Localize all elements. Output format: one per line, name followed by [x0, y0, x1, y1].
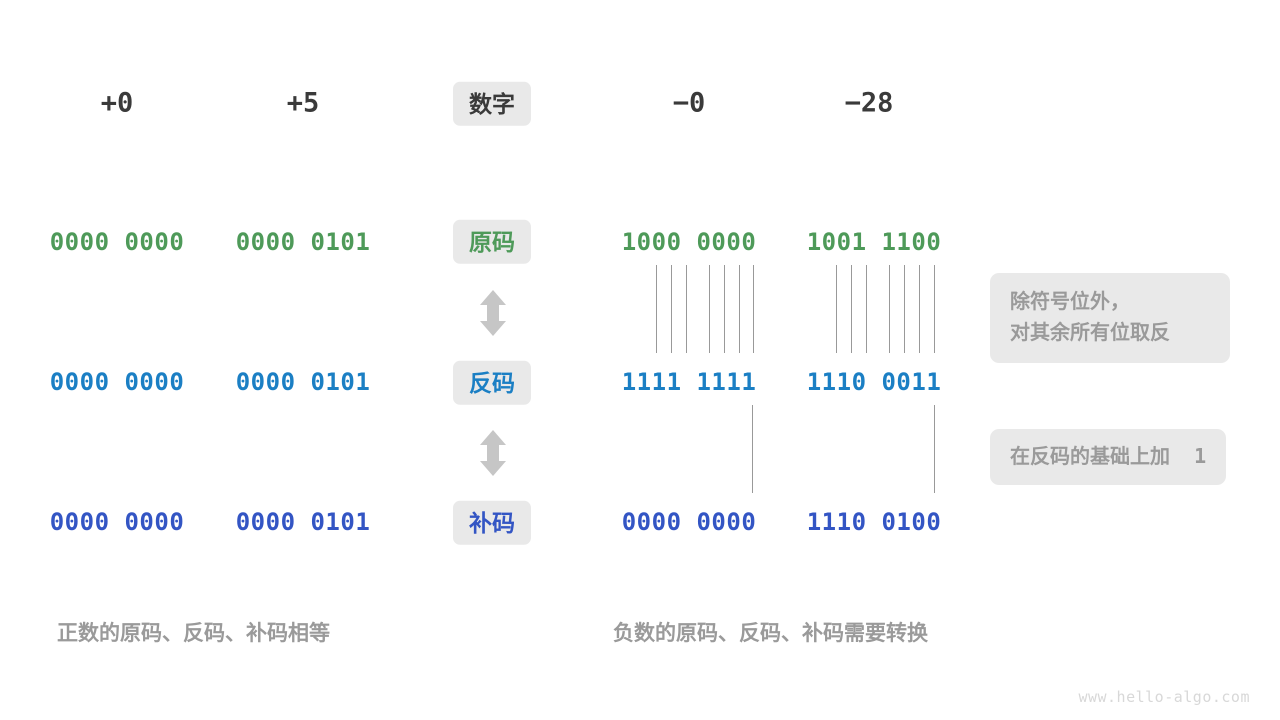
connector-line — [904, 265, 905, 353]
row-twos-complement-value-plus-five: 0000 0101 — [235, 508, 371, 536]
connector-line — [866, 265, 867, 353]
connector-line — [934, 405, 935, 493]
row-label-twos-complement: 补码 — [453, 500, 531, 546]
connector-line — [836, 265, 837, 353]
arrow-up-down-icon — [478, 428, 508, 478]
header-column-minus-zero: −0 — [672, 87, 706, 119]
row-label-original-code: 原码 — [453, 219, 531, 265]
row-twos-complement-value-plus-zero: 0000 0000 — [49, 508, 185, 536]
row-original-value-minus-twentyeight: 1001 1100 — [806, 228, 942, 256]
connector-line — [656, 265, 657, 353]
row-ones-complement-value-plus-five: 0000 0101 — [235, 368, 371, 396]
row-ones-complement-value-minus-zero: 1111 1111 — [621, 368, 757, 396]
header-column-plus-five: +5 — [286, 87, 320, 119]
connector-line — [671, 265, 672, 353]
annotation-add-one-value: 1 — [1194, 444, 1207, 468]
connector-line — [851, 265, 852, 353]
row-twos-complement-value-minus-twentyeight: 1110 0100 — [806, 508, 942, 536]
connector-line — [724, 265, 725, 353]
annotation-invert-bits: 除符号位外， 对其余所有位取反 — [990, 273, 1230, 363]
connector-line — [934, 265, 935, 353]
header-column-plus-zero: +0 — [100, 87, 134, 119]
row-original-value-plus-five: 0000 0101 — [235, 228, 371, 256]
connector-line — [686, 265, 687, 353]
caption-positive: 正数的原码、反码、补码相等 — [57, 622, 330, 645]
connector-line — [753, 265, 754, 353]
header-column-minus-twentyeight: −28 — [844, 87, 894, 119]
connector-line — [889, 265, 890, 353]
connector-line — [752, 405, 753, 493]
annotation-add-one-text: 在反码的基础上加 — [1010, 446, 1170, 468]
row-original-value-plus-zero: 0000 0000 — [49, 228, 185, 256]
row-twos-complement-value-minus-zero: 0000 0000 — [621, 508, 757, 536]
connector-line — [739, 265, 740, 353]
row-ones-complement-value-plus-zero: 0000 0000 — [49, 368, 185, 396]
caption-negative: 负数的原码、反码、补码需要转换 — [613, 622, 928, 645]
row-label-ones-complement: 反码 — [453, 360, 531, 406]
arrow-up-down-icon — [478, 288, 508, 338]
connector-line — [919, 265, 920, 353]
connector-line — [709, 265, 710, 353]
watermark: www.hello-algo.com — [1078, 688, 1250, 706]
annotation-add-one: 在反码的基础上加 1 — [990, 429, 1227, 485]
header-label-number: 数字 — [453, 81, 531, 127]
row-ones-complement-value-minus-twentyeight: 1110 0011 — [806, 368, 942, 396]
row-original-value-minus-zero: 1000 0000 — [621, 228, 757, 256]
